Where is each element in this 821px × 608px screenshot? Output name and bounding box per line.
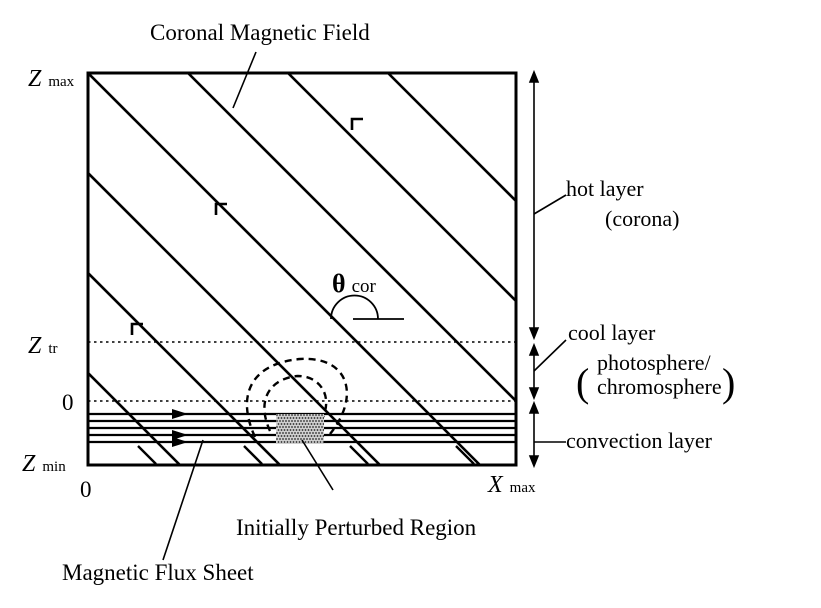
cool-paren-open: (	[576, 360, 589, 405]
perturbed-region-leader	[301, 439, 334, 491]
field-line	[187, 73, 516, 403]
corona-label: (corona)	[605, 206, 680, 231]
perturbed-region-label: Initially Perturbed Region	[236, 515, 477, 540]
field-line	[88, 371, 181, 465]
coronal-field-leader	[232, 51, 257, 109]
field-line	[88, 73, 481, 465]
flux-sheet-label: Magnetic Flux Sheet	[62, 560, 254, 585]
field-line	[287, 73, 516, 303]
convection-hatching	[137, 445, 475, 465]
flux-sheet-leader	[162, 439, 204, 561]
perturbation-dashed-loops	[245, 357, 348, 438]
arrow-head-icon	[172, 430, 188, 440]
photosphere-label: photosphere/	[597, 350, 712, 375]
arrow-head-icon	[130, 322, 143, 335]
flux-sheet-arrows	[172, 409, 188, 447]
cool-paren-close: )	[722, 360, 735, 405]
chromosphere-label: chromosphere	[597, 374, 722, 399]
simulation-domain-box	[86, 71, 518, 467]
field-direction-arrows	[130, 117, 363, 335]
z-min-label: Z min	[22, 451, 66, 477]
arrow-head-icon	[350, 117, 363, 130]
arrow-head-icon	[214, 202, 227, 215]
field-line	[88, 171, 381, 465]
arrow-head-icon	[172, 409, 188, 419]
x-zero-label: 0	[80, 477, 92, 502]
x-max-label: X max	[487, 472, 536, 498]
hot-layer-label: hot layer	[566, 176, 644, 201]
cool-layer-label: cool layer	[568, 320, 656, 345]
z-max-label: Z max	[28, 66, 75, 92]
field-line	[88, 271, 281, 465]
z-tr-label: Z tr	[28, 333, 58, 359]
theta-cor-label: θ cor	[332, 269, 377, 298]
coronal-field-title: Coronal Magnetic Field	[150, 20, 370, 45]
z-zero-label: 0	[62, 390, 74, 415]
initially-perturbed-region	[276, 414, 324, 444]
layer-leaders	[533, 194, 567, 443]
coronal-field-lines	[88, 73, 516, 465]
angle-arc	[330, 294, 379, 320]
convection-layer-label: convection layer	[566, 428, 713, 453]
layer-brackets	[528, 69, 540, 469]
field-line	[387, 73, 516, 203]
arrow-head-icon	[172, 437, 188, 447]
